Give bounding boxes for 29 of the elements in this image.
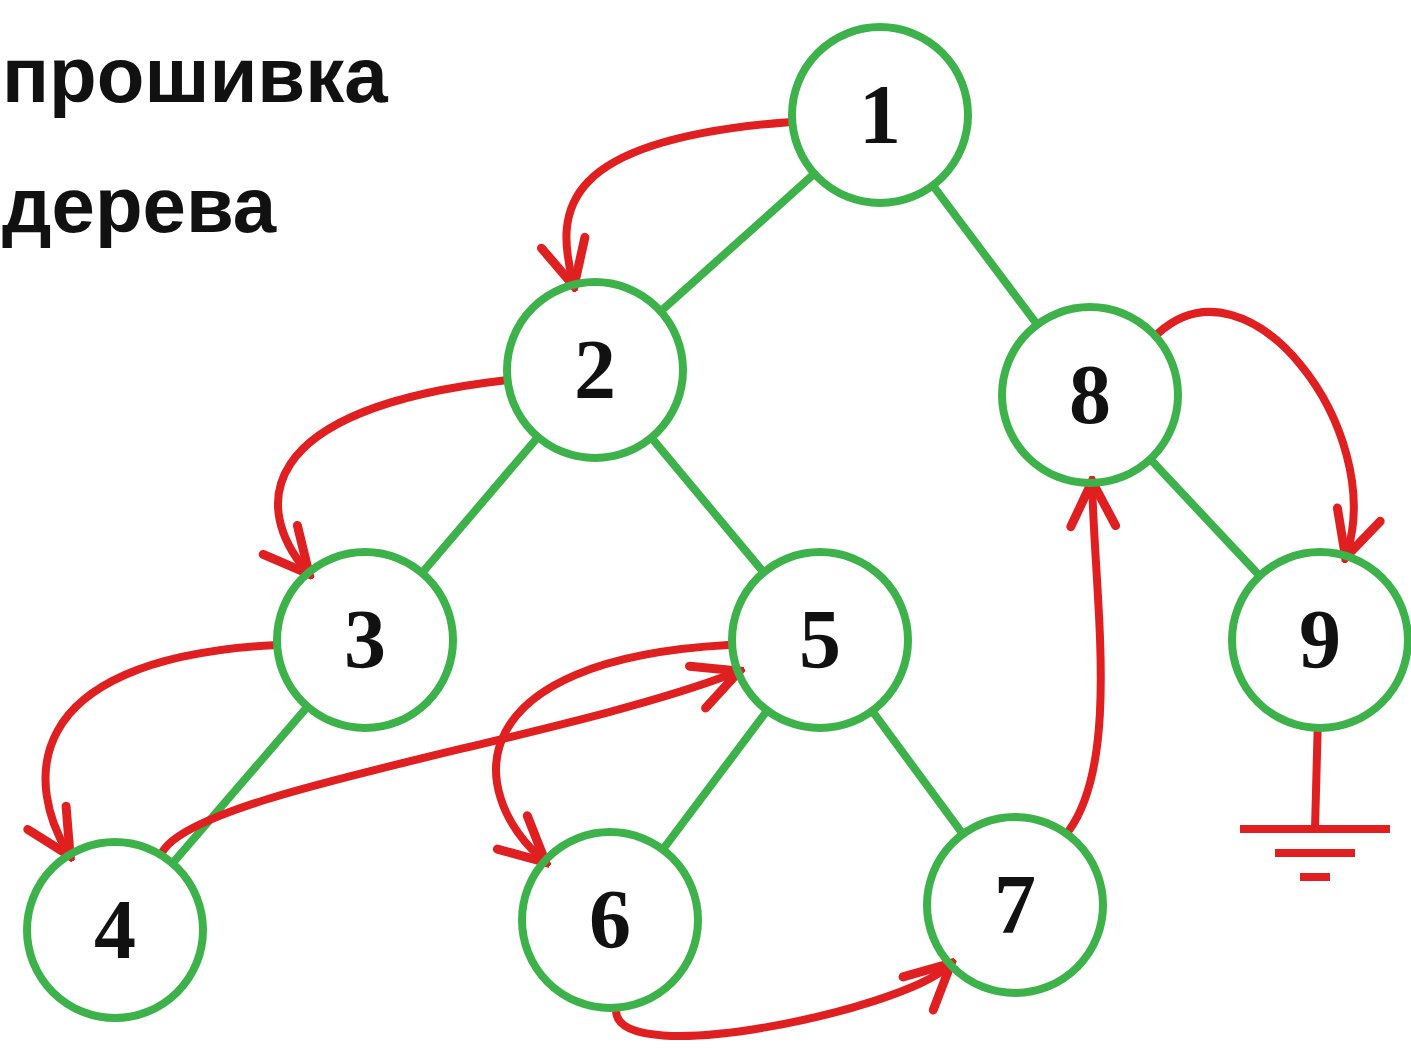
- connector-line: [171, 705, 309, 865]
- connector-line: [931, 184, 1039, 326]
- thread-arrow: [1064, 476, 1121, 835]
- tree-node-circle: [503, 278, 687, 462]
- tree-node-circle: [23, 838, 207, 1022]
- thread-arrow: [612, 959, 957, 1040]
- tree-node-circle: [1228, 548, 1411, 732]
- diagram-title: прошивка дерева: [2, 30, 389, 251]
- node-number: 7: [994, 863, 1036, 947]
- tree-node-circle: [518, 828, 702, 1012]
- node-number: 3: [344, 598, 386, 682]
- node-number: 2: [574, 328, 616, 412]
- tree-node-circle: [728, 548, 912, 732]
- connector-line: [649, 436, 766, 574]
- connector-line: [420, 436, 540, 574]
- thread-arrow: [158, 660, 744, 856]
- tree-node-circle: [923, 813, 1107, 997]
- tree-node-circle: [273, 548, 457, 732]
- tree-node-circle: [788, 23, 972, 207]
- node-number: 5: [799, 598, 841, 682]
- node-number: 9: [1299, 598, 1341, 682]
- node-number: 1: [859, 73, 901, 157]
- node-number: 4: [94, 888, 136, 972]
- tree-node-circle: [998, 303, 1182, 487]
- connector-line: [870, 710, 965, 835]
- node-number: 6: [589, 878, 631, 962]
- connector-line: [661, 709, 769, 851]
- connector-line: [659, 172, 816, 313]
- node-number: 8: [1069, 353, 1111, 437]
